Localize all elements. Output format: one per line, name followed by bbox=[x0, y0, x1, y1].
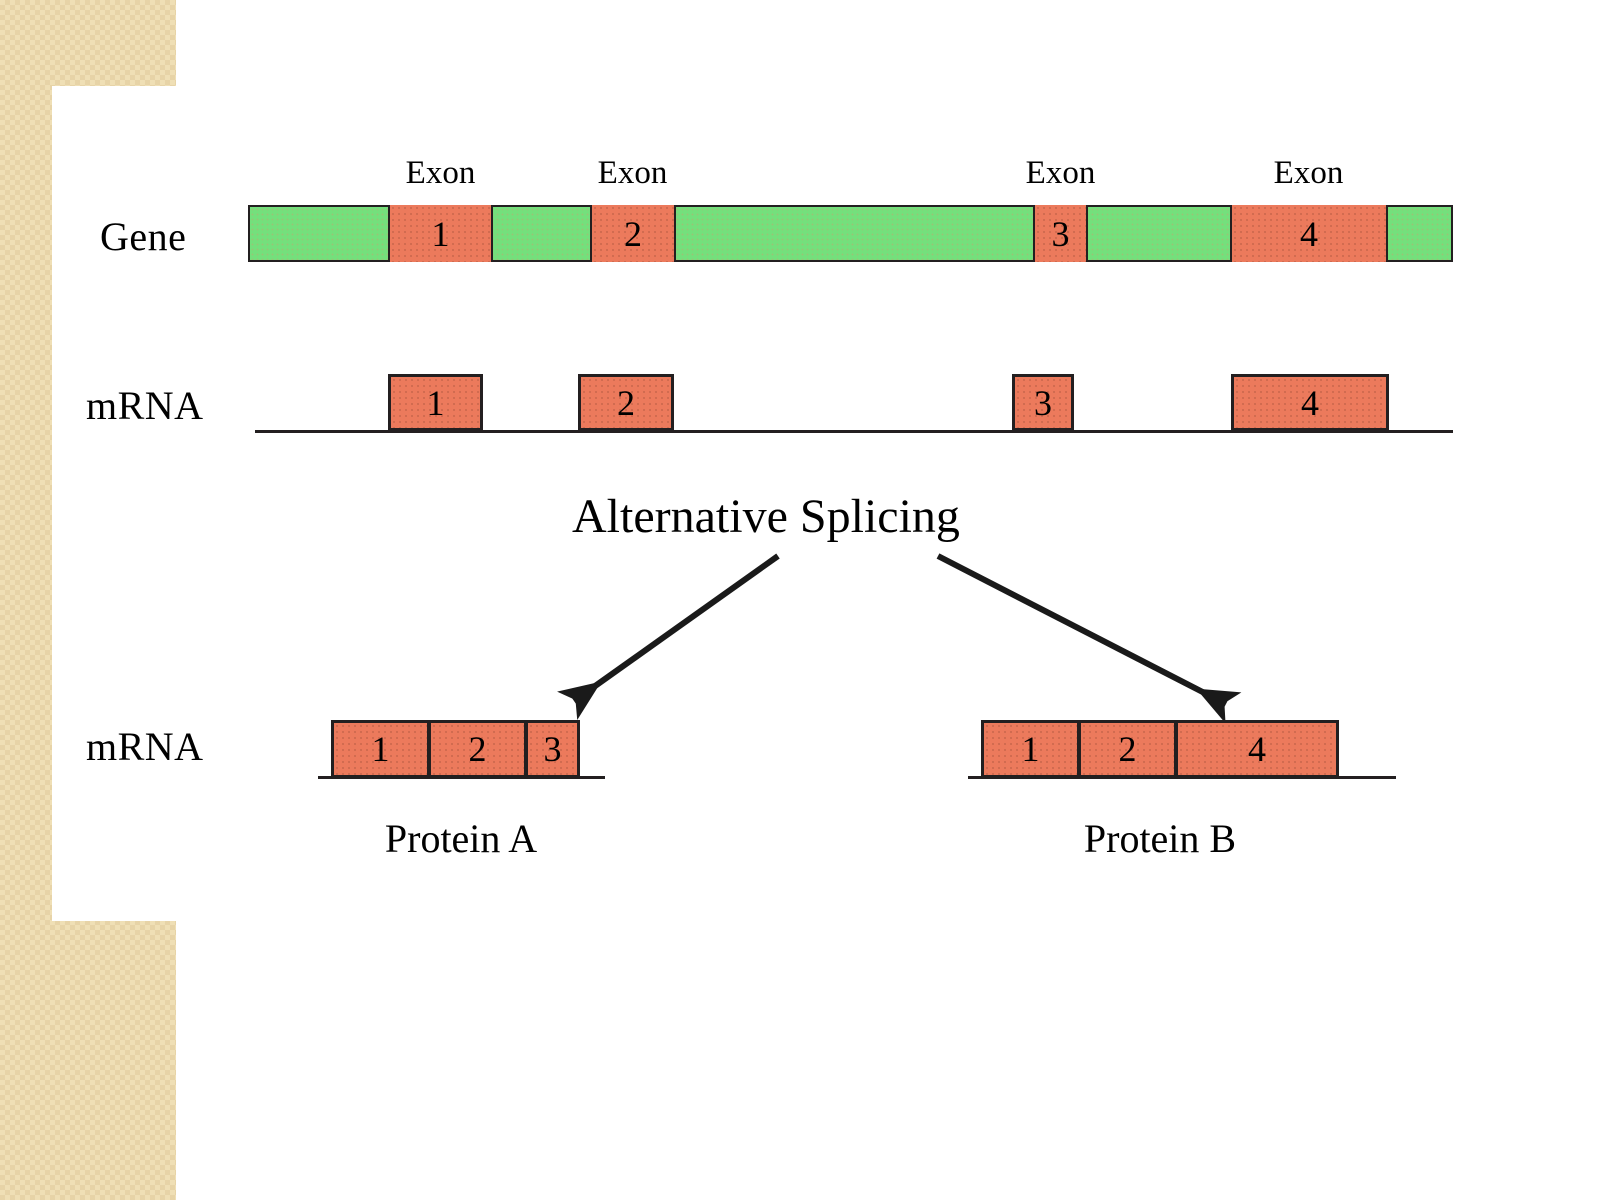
protein-b-exon-2: 2 bbox=[1078, 720, 1177, 778]
exon-caption-4: Exon bbox=[1273, 155, 1344, 191]
protein-b-exon-4: 4 bbox=[1175, 720, 1339, 778]
premrna-exon-1: 1 bbox=[388, 374, 483, 431]
protein-a-row-label: mRNA bbox=[86, 724, 204, 769]
premrna-baseline bbox=[255, 430, 1453, 433]
gene-row-label: Gene bbox=[100, 214, 187, 259]
protein-b-exon-1: 1 bbox=[981, 720, 1080, 778]
panel-white-upper-right bbox=[176, 0, 1600, 86]
exon-caption-3: Exon bbox=[1025, 155, 1096, 191]
protein-a-name: Protein A bbox=[384, 816, 538, 861]
premrna-exon-3: 3 bbox=[1012, 374, 1074, 431]
exon-caption-2: Exon bbox=[597, 155, 668, 191]
arrow-to-protein-a bbox=[557, 553, 780, 721]
panel-white-lower-right bbox=[176, 921, 1600, 1200]
premrna-exon-4: 4 bbox=[1231, 374, 1389, 431]
premrna-exon-2: 2 bbox=[578, 374, 674, 431]
gene-exon-4: 4 bbox=[1230, 205, 1388, 262]
gene-exon-1: 1 bbox=[388, 205, 493, 262]
protein-a-exon-1: 1 bbox=[331, 720, 430, 778]
alternative-splicing-title: Alternative Splicing bbox=[572, 490, 960, 543]
gene-exon-3: 3 bbox=[1033, 205, 1088, 262]
gene-bar: 1 2 3 4 bbox=[248, 205, 1453, 262]
protein-a-exon-3: 3 bbox=[525, 720, 580, 778]
arrow-to-protein-b bbox=[936, 553, 1242, 724]
gene-exon-2: 2 bbox=[590, 205, 676, 262]
premrna-row-label: mRNA bbox=[86, 383, 204, 428]
protein-b-name: Protein B bbox=[1083, 816, 1237, 861]
exon-caption-1: Exon bbox=[405, 155, 476, 191]
protein-a-exon-2: 2 bbox=[428, 720, 527, 778]
